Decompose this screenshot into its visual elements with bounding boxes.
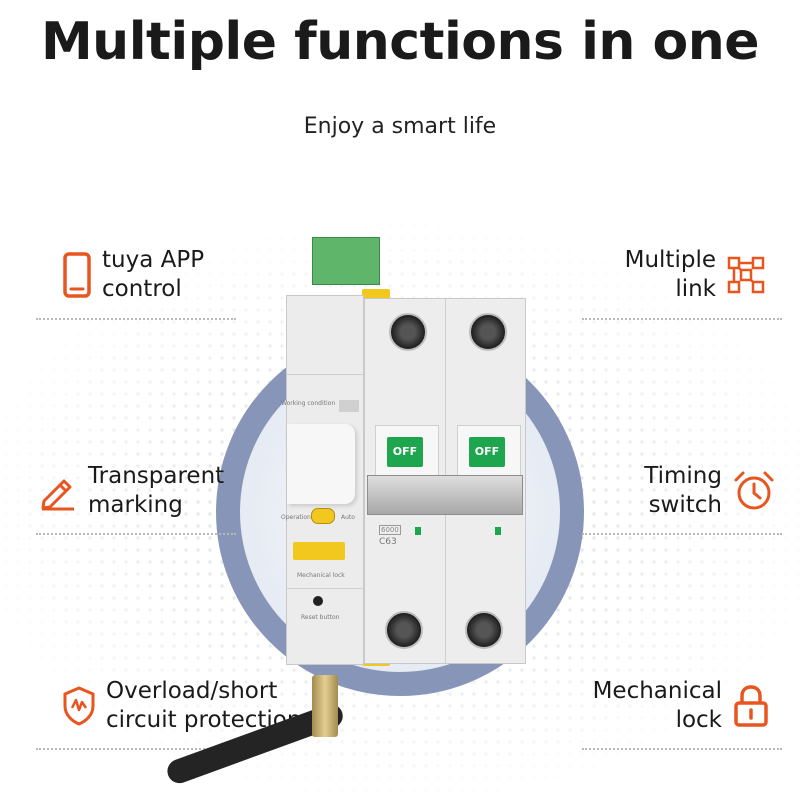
shield-icon: [63, 686, 95, 726]
page-title: Multiple functions in one: [40, 12, 760, 72]
feature-lock-line1: Mechanical: [592, 678, 722, 704]
reset-button-label: Reset button: [301, 614, 340, 621]
feature-timing-line2: switch: [648, 492, 722, 518]
antenna-connector: [312, 675, 338, 737]
reset-button[interactable]: [313, 596, 323, 606]
feature-mechanical-lock: Mechanical lock: [593, 677, 770, 735]
off-label: OFF: [392, 445, 418, 458]
feature-multiple-link: Multiple link: [625, 246, 766, 304]
control-module: Working condition Operation Auto Mechani…: [281, 295, 364, 665]
padlock-icon: [734, 685, 768, 727]
terminal-screw: [385, 611, 423, 649]
feature-timing-switch: Timing switch: [644, 462, 776, 520]
mode-switch[interactable]: [311, 508, 335, 524]
terminal-block: [312, 237, 380, 285]
feature-app-control: tuya APP control: [62, 246, 204, 304]
toggle-right[interactable]: OFF: [469, 437, 505, 467]
toggle-left[interactable]: OFF: [387, 437, 423, 467]
divider: [582, 318, 782, 320]
capacity-label: 6000: [379, 525, 401, 535]
network-icon: [727, 256, 765, 294]
operation-label: Operation: [281, 514, 311, 521]
feature-link-line2: link: [675, 276, 716, 302]
feature-app-line1: tuya APP: [102, 247, 205, 273]
breaker-body: OFF OFF 6000 C63: [364, 298, 526, 664]
rating-label: C63: [379, 537, 397, 547]
pencil-icon: [41, 479, 74, 511]
yellow-clip: [362, 289, 390, 299]
working-condition-label: Working condition: [281, 400, 336, 407]
terminal-screw: [465, 611, 503, 649]
terminal-screw: [469, 313, 507, 351]
divider: [582, 748, 782, 750]
off-label: OFF: [474, 445, 500, 458]
feature-marking-line2: marking: [88, 492, 183, 518]
page-subtitle: Enjoy a smart life: [303, 114, 497, 139]
feature-transparent-marking: Transparent marking: [38, 462, 224, 520]
feature-marking-line1: Transparent: [88, 463, 225, 489]
terminal-screw: [389, 313, 427, 351]
divider: [36, 318, 236, 320]
handle-bar[interactable]: [367, 475, 523, 515]
divider: [36, 748, 236, 750]
auto-label: Auto: [341, 514, 355, 521]
divider: [582, 533, 782, 535]
mechanical-lock-lever[interactable]: [293, 542, 345, 560]
feature-overload-protection: Overload/short circuit protection: [62, 677, 301, 735]
feature-app-line2: control: [102, 276, 182, 302]
feature-link-line1: Multiple: [624, 247, 716, 273]
alarm-clock-icon: [734, 471, 774, 510]
mechanical-lock-label: Mechanical lock: [297, 572, 345, 579]
feature-lock-line2: lock: [675, 707, 722, 733]
feature-overload-line1: Overload/short: [106, 678, 278, 704]
smartphone-icon: [63, 252, 91, 298]
feature-timing-line1: Timing: [644, 463, 722, 489]
divider: [36, 533, 236, 535]
